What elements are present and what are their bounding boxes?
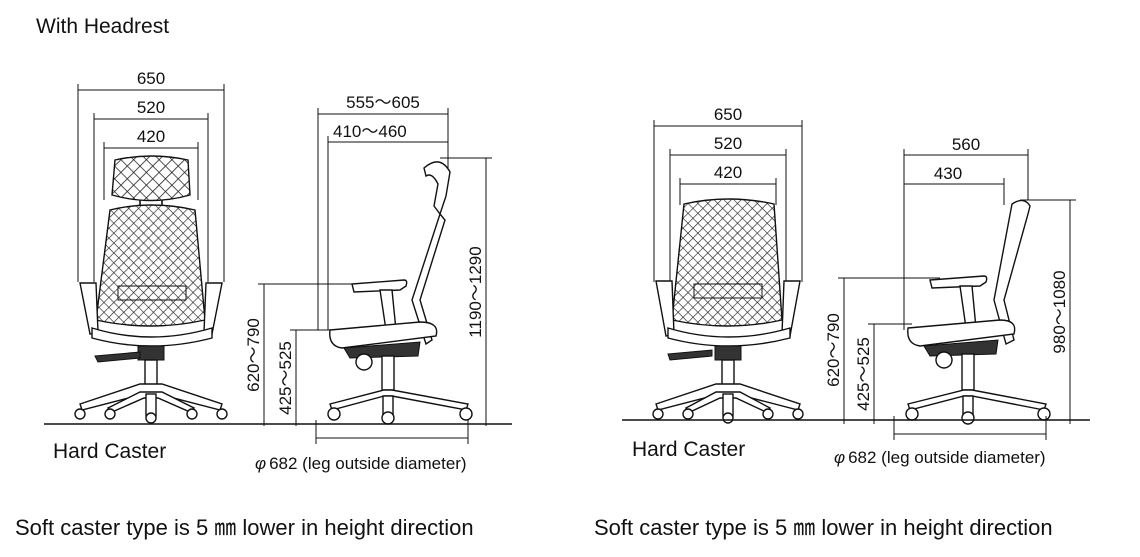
right-front-dimensions: 650 520 420	[653, 105, 803, 282]
right-total-height: 980～1080	[1050, 270, 1069, 353]
left-depth: 555～605	[346, 93, 420, 112]
right-front-chair	[652, 198, 804, 424]
left-caster-label: Hard Caster	[53, 440, 166, 463]
left-seat-height: 425～525	[276, 341, 295, 415]
right-side-chair	[905, 199, 1051, 425]
left-title: With Headrest	[36, 15, 169, 38]
right-arm-width: 520	[714, 134, 742, 153]
right-soft-caster-note: Soft caster type is 5 ㎜ lower in height …	[594, 515, 1053, 540]
right-seat-height: 425～525	[854, 337, 873, 411]
right-back-width: 420	[714, 163, 742, 182]
left-front-dimensions: 650 520 420	[77, 69, 225, 282]
left-soft-caster-note: Soft caster type is 5 ㎜ lower in height …	[15, 515, 474, 540]
left-seat-depth: 410～460	[333, 122, 407, 141]
left-arm-width: 520	[137, 98, 165, 117]
right-overall-width: 650	[714, 105, 742, 124]
left-total-height: 1190～1290	[466, 246, 485, 337]
right-seat-depth: 430	[934, 164, 962, 183]
left-side-chair	[327, 161, 473, 425]
left-back-width: 420	[137, 127, 165, 146]
right-arm-height: 620～790	[824, 313, 843, 387]
right-side-dimensions: 560 430 980～1080 620～790 425～525	[824, 135, 1076, 424]
left-side-dimensions: 555～605 410～460 1190～1290 620～790 425～52…	[244, 93, 492, 426]
right-depth: 560	[952, 135, 980, 154]
left-overall-width: 650	[137, 69, 165, 88]
left-front-chair	[74, 155, 228, 424]
left-panel: With Headrest 650 520 420	[15, 15, 512, 540]
right-caster-label: Hard Caster	[632, 438, 745, 461]
left-arm-height: 620～790	[244, 318, 263, 392]
right-panel: 650 520 420	[594, 105, 1090, 540]
